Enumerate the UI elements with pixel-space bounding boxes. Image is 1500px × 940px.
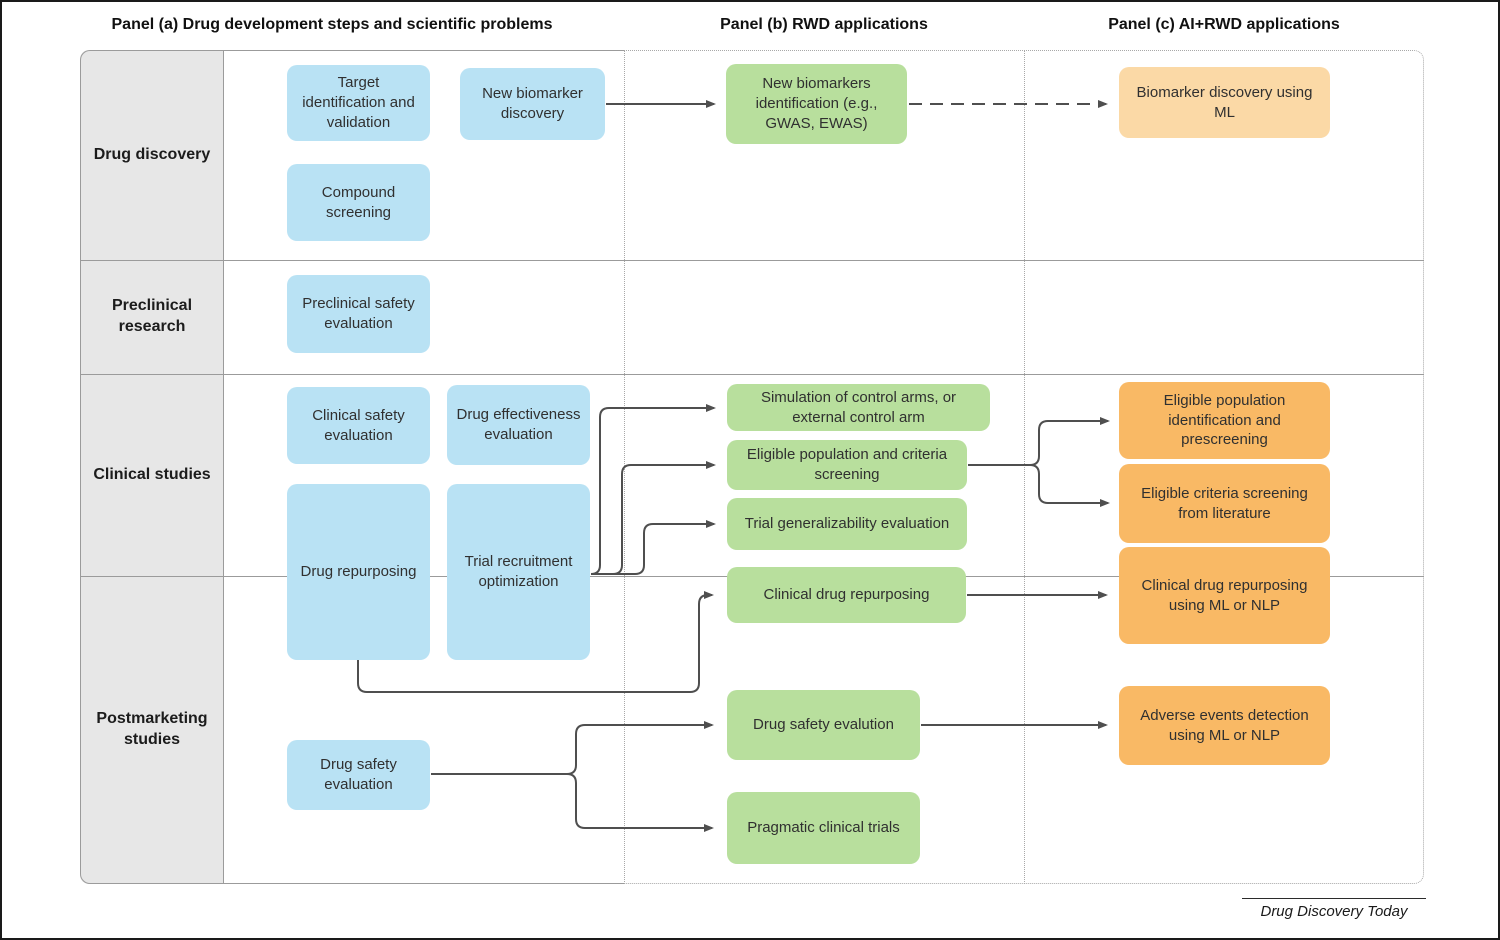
node-pragmatic-clinical-trials: Pragmatic clinical trials	[727, 792, 920, 864]
node-target-identification: Target identification and validation	[287, 65, 430, 141]
node-clinical-drug-repurposing: Clinical drug repurposing	[727, 567, 966, 623]
journal-name: Drug Discovery Today	[1242, 898, 1426, 920]
node-compound-screening: Compound screening	[287, 164, 430, 241]
node-adverse-events-detection: Adverse events detection using ML or NLP	[1119, 686, 1330, 765]
node-clinical-repurposing-ml-nlp: Clinical drug repurposing using ML or NL…	[1119, 547, 1330, 644]
node-eligible-population-identification: Eligible population identification and p…	[1119, 382, 1330, 459]
panel-bc-divider	[1024, 50, 1025, 884]
row-divider-1	[80, 260, 1424, 261]
node-eligible-population-screening: Eligible population and criteria screeni…	[727, 440, 967, 490]
panel-c-title: Panel (c) AI+RWD applications	[1108, 16, 1340, 33]
node-drug-safety-evalution: Drug safety evalution	[727, 690, 920, 760]
panel-b-title: Panel (b) RWD applications	[720, 16, 928, 33]
node-new-biomarker-discovery: New biomarker discovery	[460, 68, 605, 140]
node-drug-effectiveness-evaluation: Drug effectiveness evaluation	[447, 385, 590, 465]
stage-sidebar	[80, 50, 224, 884]
panel-a-title: Panel (a) Drug development steps and sci…	[111, 16, 553, 33]
node-drug-repurposing: Drug repurposing	[287, 484, 430, 660]
row-divider-2	[80, 374, 1424, 375]
node-drug-safety-evaluation: Drug safety evaluation	[287, 740, 430, 810]
node-simulation-control-arms: Simulation of control arms, or external …	[727, 384, 990, 431]
row-label-drug-discovery: Drug discovery	[93, 145, 211, 163]
node-preclinical-safety-evaluation: Preclinical safety evaluation	[287, 275, 430, 353]
row-label-postmarketing-studies: Postmarketing studies	[96, 710, 208, 748]
node-eligible-criteria-literature: Eligible criteria screening from literat…	[1119, 464, 1330, 543]
node-clinical-safety-evaluation: Clinical safety evaluation	[287, 387, 430, 464]
node-trial-recruitment-optimization: Trial recruitment optimization	[447, 484, 590, 660]
node-new-biomarkers-identification: New biomarkers identification (e.g., GWA…	[726, 64, 907, 144]
node-biomarker-discovery-ml: Biomarker discovery using ML	[1119, 67, 1330, 138]
panel-a-frame	[80, 50, 624, 884]
row-label-clinical-studies: Clinical studies	[93, 465, 211, 483]
node-trial-generalizability: Trial generalizability evaluation	[727, 498, 967, 550]
row-label-preclinical-research: Preclinical research	[111, 297, 193, 335]
